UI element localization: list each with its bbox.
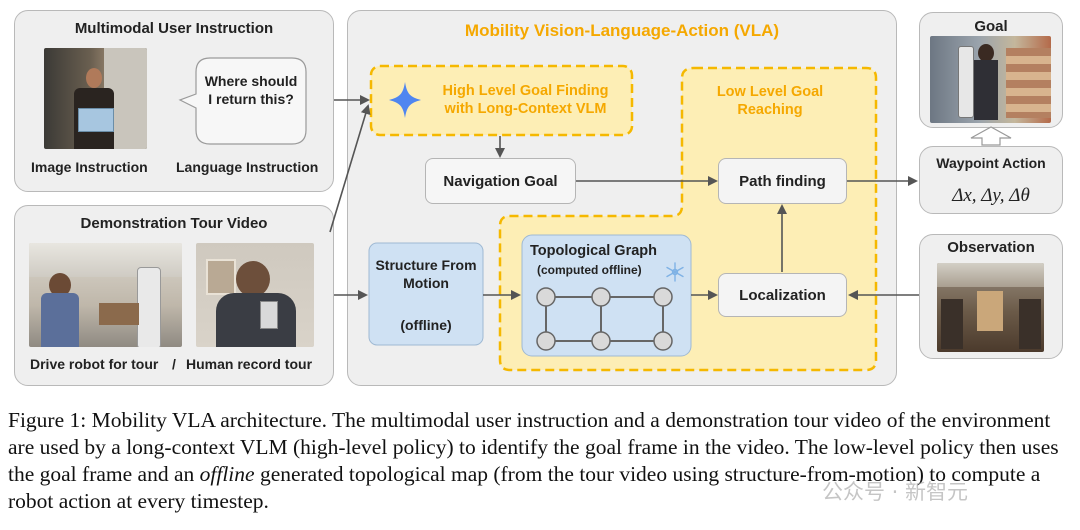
caption-italic: offline (199, 462, 255, 486)
human-record-label: Human record tour (186, 356, 313, 372)
human-record-photo (196, 243, 314, 347)
navigation-goal-node: Navigation Goal (425, 158, 576, 204)
goal-panel-title: Goal (974, 18, 1008, 35)
high-level-region (369, 64, 634, 137)
waypoint-panel-title: Waypoint Action (936, 155, 1046, 171)
path-finding-node: Path finding (718, 158, 847, 204)
arrow-tour-to-highlevel (329, 104, 371, 233)
high-level-label: High Level Goal Finding with Long-Contex… (442, 83, 609, 117)
observation-panel-title: Observation (947, 239, 1035, 256)
instruction-panel-title: Multimodal User Instruction (74, 20, 274, 37)
graph-node (591, 331, 611, 351)
language-instruction-label: Language Instruction (176, 159, 319, 175)
vla-title: Mobility Vision-Language-Action (VLA) (464, 21, 780, 40)
graph-node (653, 331, 673, 351)
image-instruction-label: Image Instruction (31, 159, 148, 175)
image-instruction-photo (44, 48, 147, 149)
topo-graph-subtitle: (computed offline) (537, 263, 642, 277)
sparkle-icon (389, 82, 421, 118)
graph-node (536, 287, 556, 307)
speech-bubble (178, 57, 307, 145)
arrow-waypoint-to-goal (970, 126, 1012, 146)
drive-robot-photo (29, 243, 182, 347)
sfm-box (368, 242, 484, 346)
bubble-text: Where should I return this? (204, 73, 298, 107)
waypoint-formula: Δx, Δy, Δθ (952, 185, 1030, 206)
tour-separator: / (172, 356, 176, 372)
localization-node: Localization (718, 273, 847, 317)
sfm-title: Structure From Motion (375, 257, 477, 291)
watermark: 公众号 · 新智元 (822, 480, 969, 504)
graph-node (591, 287, 611, 307)
low-level-label: Low Level Goal Reaching (716, 84, 824, 118)
caption-part2: generated topological map (from the tour… (8, 462, 1041, 513)
graph-node (653, 287, 673, 307)
observation-photo (937, 263, 1044, 352)
drive-robot-label: Drive robot for tour (30, 356, 159, 372)
caption-part1: Figure 1: Mobility VLA architecture. The… (8, 408, 1059, 486)
tour-panel-title: Demonstration Tour Video (80, 215, 268, 232)
waypoint-panel (919, 146, 1063, 214)
sfm-subtitle: (offline) (400, 317, 452, 333)
goal-photo (930, 36, 1051, 123)
snowflake-icon (666, 262, 684, 282)
graph-node (536, 331, 556, 351)
figure-caption: Figure 1: Mobility VLA architecture. The… (8, 407, 1074, 515)
topo-graph-title: Topological Graph (530, 243, 658, 259)
